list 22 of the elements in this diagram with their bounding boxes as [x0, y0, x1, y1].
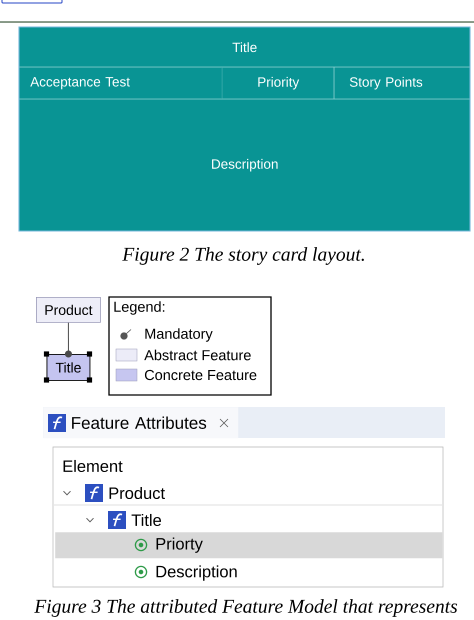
tree-item: Title — [132, 514, 162, 526]
legend-text: Concrete Feature — [144, 370, 256, 380]
connector — [64, 322, 72, 358]
node-label: Priority — [258, 76, 300, 90]
tab: Feature Attributes — [43, 407, 238, 438]
column-header: Element — [64, 460, 123, 472]
figure-caption: Figure 2 The story card layout. — [122, 247, 364, 265]
legend-title: Legend: — [114, 301, 164, 315]
card-cell: Acceptance Test — [19, 67, 222, 100]
figure-caption: Figure 3 The attributed Feature Model that represents — [34, 599, 458, 617]
feature-box: Title — [46, 354, 90, 381]
card-cell: Story Points — [334, 67, 470, 100]
tree-item: Product — [110, 486, 165, 500]
node-label: Acceptance Test — [30, 77, 130, 90]
feature-box: Product — [36, 297, 101, 323]
legend-text: Mandatory — [145, 328, 213, 342]
node-label: Story Points — [350, 76, 422, 90]
legend-text: Abstract Feature — [144, 350, 251, 360]
node-label: Description — [212, 158, 278, 172]
card-cell: Priority — [222, 67, 334, 100]
selected-row: Priorty — [55, 532, 442, 558]
tree-item: Description — [156, 565, 237, 581]
